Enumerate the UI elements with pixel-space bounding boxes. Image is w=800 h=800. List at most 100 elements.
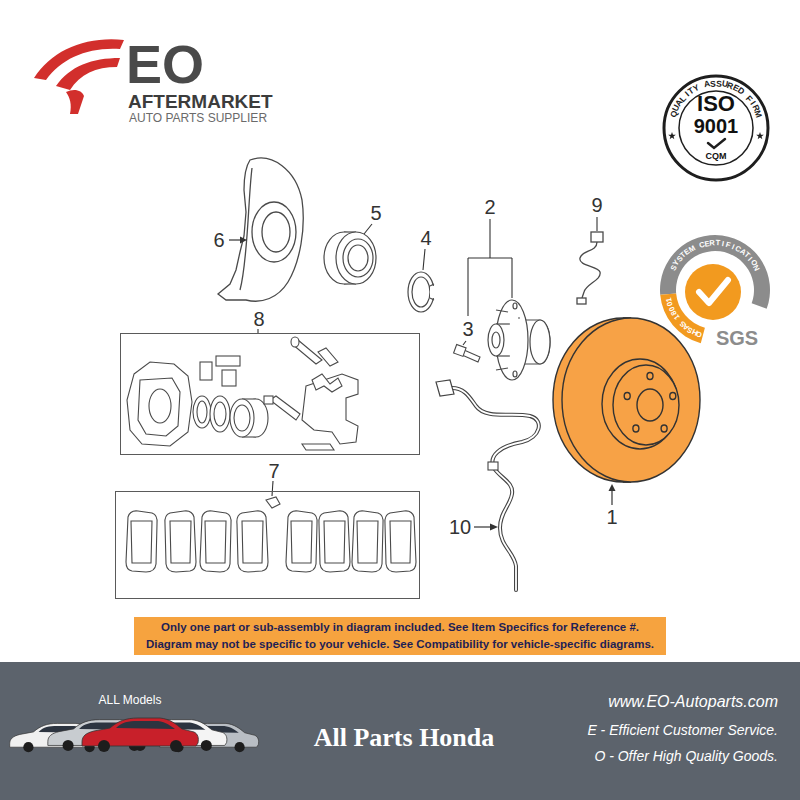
brake-pads bbox=[286, 511, 317, 572]
wheel-hub bbox=[488, 300, 550, 380]
abs-sensor-wire bbox=[452, 388, 539, 590]
brake-rotor bbox=[553, 318, 700, 482]
caliper-assembly bbox=[230, 399, 254, 437]
iso-badge bbox=[664, 76, 768, 180]
badge-text: 9001 bbox=[694, 116, 739, 136]
wear-sensor bbox=[577, 298, 586, 304]
brake-pads bbox=[237, 511, 268, 572]
callout-number: 5 bbox=[370, 203, 381, 223]
arc-letter: T bbox=[715, 239, 720, 247]
callout-number: 4 bbox=[420, 228, 431, 248]
brake-pads bbox=[385, 511, 416, 572]
caliper-assembly bbox=[127, 362, 192, 446]
wheel-bearing bbox=[324, 232, 376, 284]
caliper-assembly bbox=[200, 362, 212, 380]
logo-swoosh bbox=[34, 39, 124, 114]
caliper-assembly bbox=[210, 396, 230, 432]
brake-rotor bbox=[613, 365, 679, 445]
slogan-text: O - Offer High Quality Goods. bbox=[594, 749, 778, 763]
callout-number: 6 bbox=[213, 230, 224, 250]
brake-pads bbox=[126, 511, 157, 572]
abs-sensor-wire bbox=[436, 380, 539, 590]
callout-number: 3 bbox=[462, 319, 473, 339]
brake-rotor bbox=[661, 425, 667, 432]
badge-star bbox=[668, 132, 676, 139]
wheel-hub bbox=[496, 310, 508, 312]
caliper-assembly bbox=[291, 337, 299, 347]
brake-rotor bbox=[624, 393, 630, 400]
leader-line bbox=[596, 217, 597, 231]
arc-letter: N bbox=[752, 264, 761, 272]
arc-letter: S bbox=[710, 79, 716, 88]
brake-rotor bbox=[633, 425, 639, 432]
callout-number: 8 bbox=[253, 309, 264, 329]
dust-shield bbox=[218, 158, 303, 301]
leader-arrow bbox=[611, 490, 612, 505]
wheel-hub bbox=[492, 332, 500, 348]
caliper-assembly bbox=[193, 396, 211, 428]
arc-letter: F bbox=[725, 241, 732, 249]
brake-pads bbox=[319, 511, 350, 572]
notice-text: Diagram may not be specific to your vehi… bbox=[146, 636, 654, 653]
callout-bracket bbox=[511, 258, 512, 298]
iso-badge bbox=[679, 91, 753, 165]
part-group-box: 8 bbox=[120, 333, 420, 455]
leader-arrow bbox=[474, 526, 491, 527]
logo-tagline: AUTO PARTS SUPPLIER bbox=[129, 112, 267, 124]
brake-rotor bbox=[602, 359, 678, 449]
caliper-assembly bbox=[264, 396, 273, 404]
callout-number: 7 bbox=[268, 461, 279, 481]
abs-sensor-wire bbox=[452, 388, 539, 590]
footer-title: All Parts Honda bbox=[314, 725, 495, 751]
caliper-assembly bbox=[302, 444, 334, 450]
sgs-badge bbox=[685, 264, 741, 320]
circlip bbox=[430, 298, 434, 300]
callout-number: 9 bbox=[591, 195, 602, 215]
sgs-badge bbox=[660, 235, 770, 343]
part-group-box: 7 bbox=[115, 491, 420, 599]
car-lineup bbox=[82, 718, 198, 752]
leader-arrow bbox=[609, 484, 616, 505]
wear-sensor bbox=[591, 232, 603, 242]
wear-sensor bbox=[580, 242, 600, 298]
website-text: www.EO-Autoparts.com bbox=[608, 694, 778, 710]
circlip bbox=[430, 286, 436, 298]
brake-pads bbox=[352, 511, 383, 572]
caliper-assembly bbox=[270, 396, 300, 420]
wheel-hub bbox=[496, 368, 508, 370]
callout-number: 1 bbox=[606, 507, 617, 527]
iso-badge bbox=[664, 76, 768, 180]
brake-pads bbox=[200, 511, 231, 572]
dust-shield bbox=[262, 212, 290, 252]
leader-line bbox=[364, 224, 372, 234]
footer-text: ALL Models bbox=[99, 694, 162, 706]
arc-letter: E bbox=[704, 240, 710, 248]
arc-letter: M bbox=[753, 109, 763, 118]
brake-pads bbox=[165, 511, 196, 572]
callout-bracket bbox=[489, 219, 490, 258]
logo-swoosh bbox=[66, 90, 84, 114]
caliper-assembly bbox=[127, 337, 358, 450]
abs-sensor-wire bbox=[436, 380, 454, 396]
caliper-assembly bbox=[222, 370, 236, 386]
caliper-assembly bbox=[138, 378, 180, 436]
callout-number: 10 bbox=[449, 517, 471, 537]
caliper-assembly bbox=[216, 356, 240, 366]
leader-line bbox=[423, 249, 425, 270]
brake-rotor bbox=[562, 318, 700, 482]
badge-text: ISO bbox=[697, 93, 735, 115]
caliper-assembly bbox=[318, 348, 338, 366]
caliper-assembly bbox=[197, 401, 207, 423]
leader-arrow bbox=[229, 239, 241, 240]
callout-bracket bbox=[467, 258, 468, 316]
hub-bolt bbox=[454, 345, 480, 362]
caliper-assembly bbox=[312, 374, 342, 392]
badge-text: CQM bbox=[706, 152, 727, 161]
callout-bracket bbox=[468, 257, 512, 258]
notice-banner: Only one part or sub-assembly in diagram… bbox=[134, 617, 666, 655]
caliper-assembly bbox=[234, 405, 250, 431]
wheel-hub bbox=[518, 317, 520, 318]
brake-rotor bbox=[647, 373, 653, 380]
